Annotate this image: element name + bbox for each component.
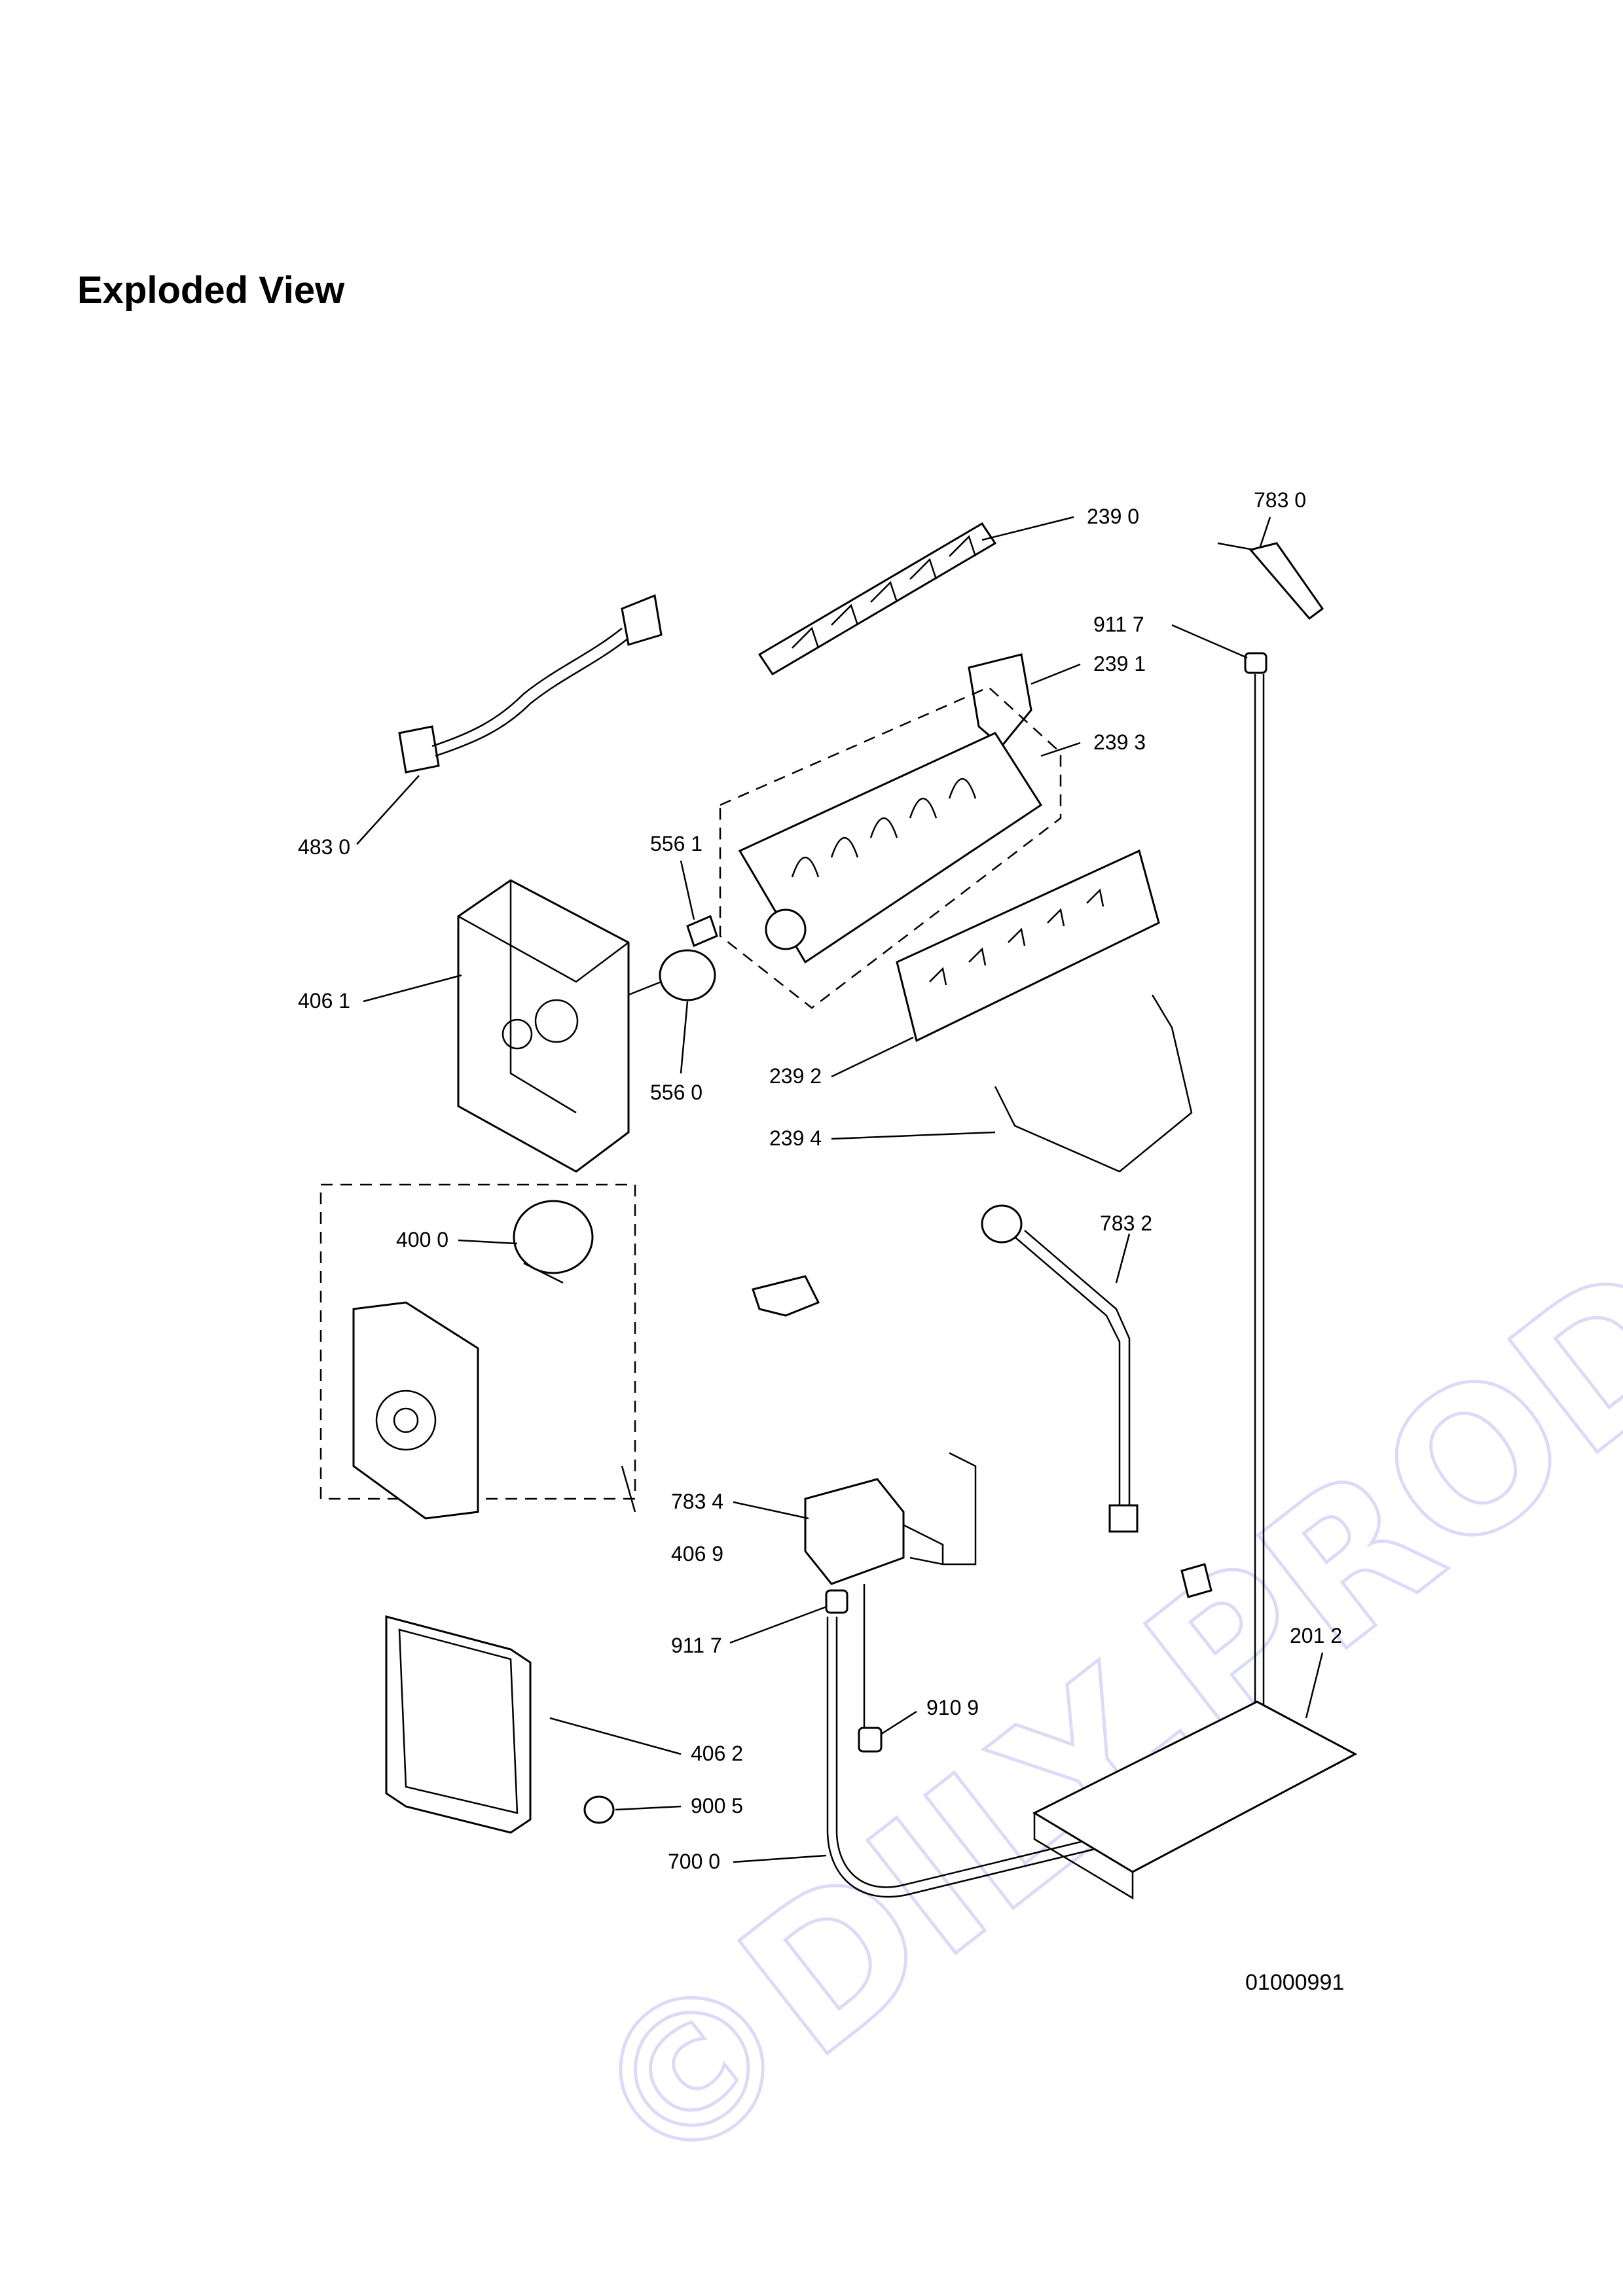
- part-406-9-module-group: [319, 1183, 636, 1520]
- part-tube-clip: [1180, 1563, 1213, 1598]
- callout-700-0: 700 0: [668, 1850, 720, 1873]
- part-239-4-shutoff-arm: [994, 994, 1193, 1173]
- part-911-7-nut-bottom: [825, 1589, 848, 1614]
- part-910-9-nut: [858, 1727, 883, 1753]
- part-406-1-housing: [457, 879, 630, 1173]
- part-556-1-clip: [686, 914, 718, 948]
- callout-783-4: 783 4: [671, 1490, 723, 1513]
- part-support-bracket: [752, 1275, 820, 1317]
- callout-leaders: [356, 516, 1324, 1863]
- callout-556-0: 556 0: [650, 1081, 702, 1104]
- callout-556-1: 556 1: [650, 832, 702, 855]
- part-406-2-cover: [385, 1615, 532, 1834]
- document-id: 01000991: [1245, 1970, 1345, 1995]
- part-400-0-motor: [513, 1200, 594, 1284]
- part-239-0-ejector: [757, 522, 997, 676]
- part-783-0-fill-tube: [1217, 542, 1324, 620]
- part-483-0-harness: [398, 594, 663, 774]
- callout-239-1: 239 1: [1093, 652, 1146, 675]
- part-783-4-valve: [804, 1452, 977, 1585]
- part-783-2-hose: [981, 1204, 1139, 1533]
- callout-911-7-bottom: 911 7: [671, 1634, 722, 1657]
- part-239-2-stripper: [896, 849, 1160, 1043]
- callout-406-9: 406 9: [671, 1542, 723, 1566]
- callout-483-0: 483 0: [298, 835, 350, 859]
- part-239-1-bracket: [968, 653, 1032, 748]
- part-900-5-plug: [583, 1795, 615, 1824]
- callout-910-9: 910 9: [926, 1696, 979, 1719]
- callout-201-2: 201 2: [1290, 1624, 1342, 1647]
- callout-239-2: 239 2: [769, 1064, 822, 1088]
- part-911-7-nut-top: [1244, 652, 1267, 674]
- callout-239-3: 239 3: [1093, 730, 1146, 754]
- callout-911-7-top: 911 7: [1093, 613, 1144, 636]
- callout-406-1: 406 1: [298, 989, 350, 1013]
- callout-239-0: 239 0: [1087, 505, 1139, 528]
- callout-783-2: 783 2: [1100, 1211, 1152, 1235]
- part-239-3-mold: [719, 686, 1062, 1009]
- part-201-2-plate: [1032, 1700, 1358, 1900]
- part-556-0-thermostat: [628, 949, 716, 1001]
- callout-400-0: 400 0: [396, 1228, 448, 1251]
- callout-406-2: 406 2: [691, 1742, 743, 1765]
- callout-783-0: 783 0: [1254, 488, 1306, 512]
- page-title: Exploded View: [77, 269, 345, 312]
- callout-900-5: 900 5: [691, 1794, 743, 1818]
- callout-239-4: 239 4: [769, 1126, 822, 1150]
